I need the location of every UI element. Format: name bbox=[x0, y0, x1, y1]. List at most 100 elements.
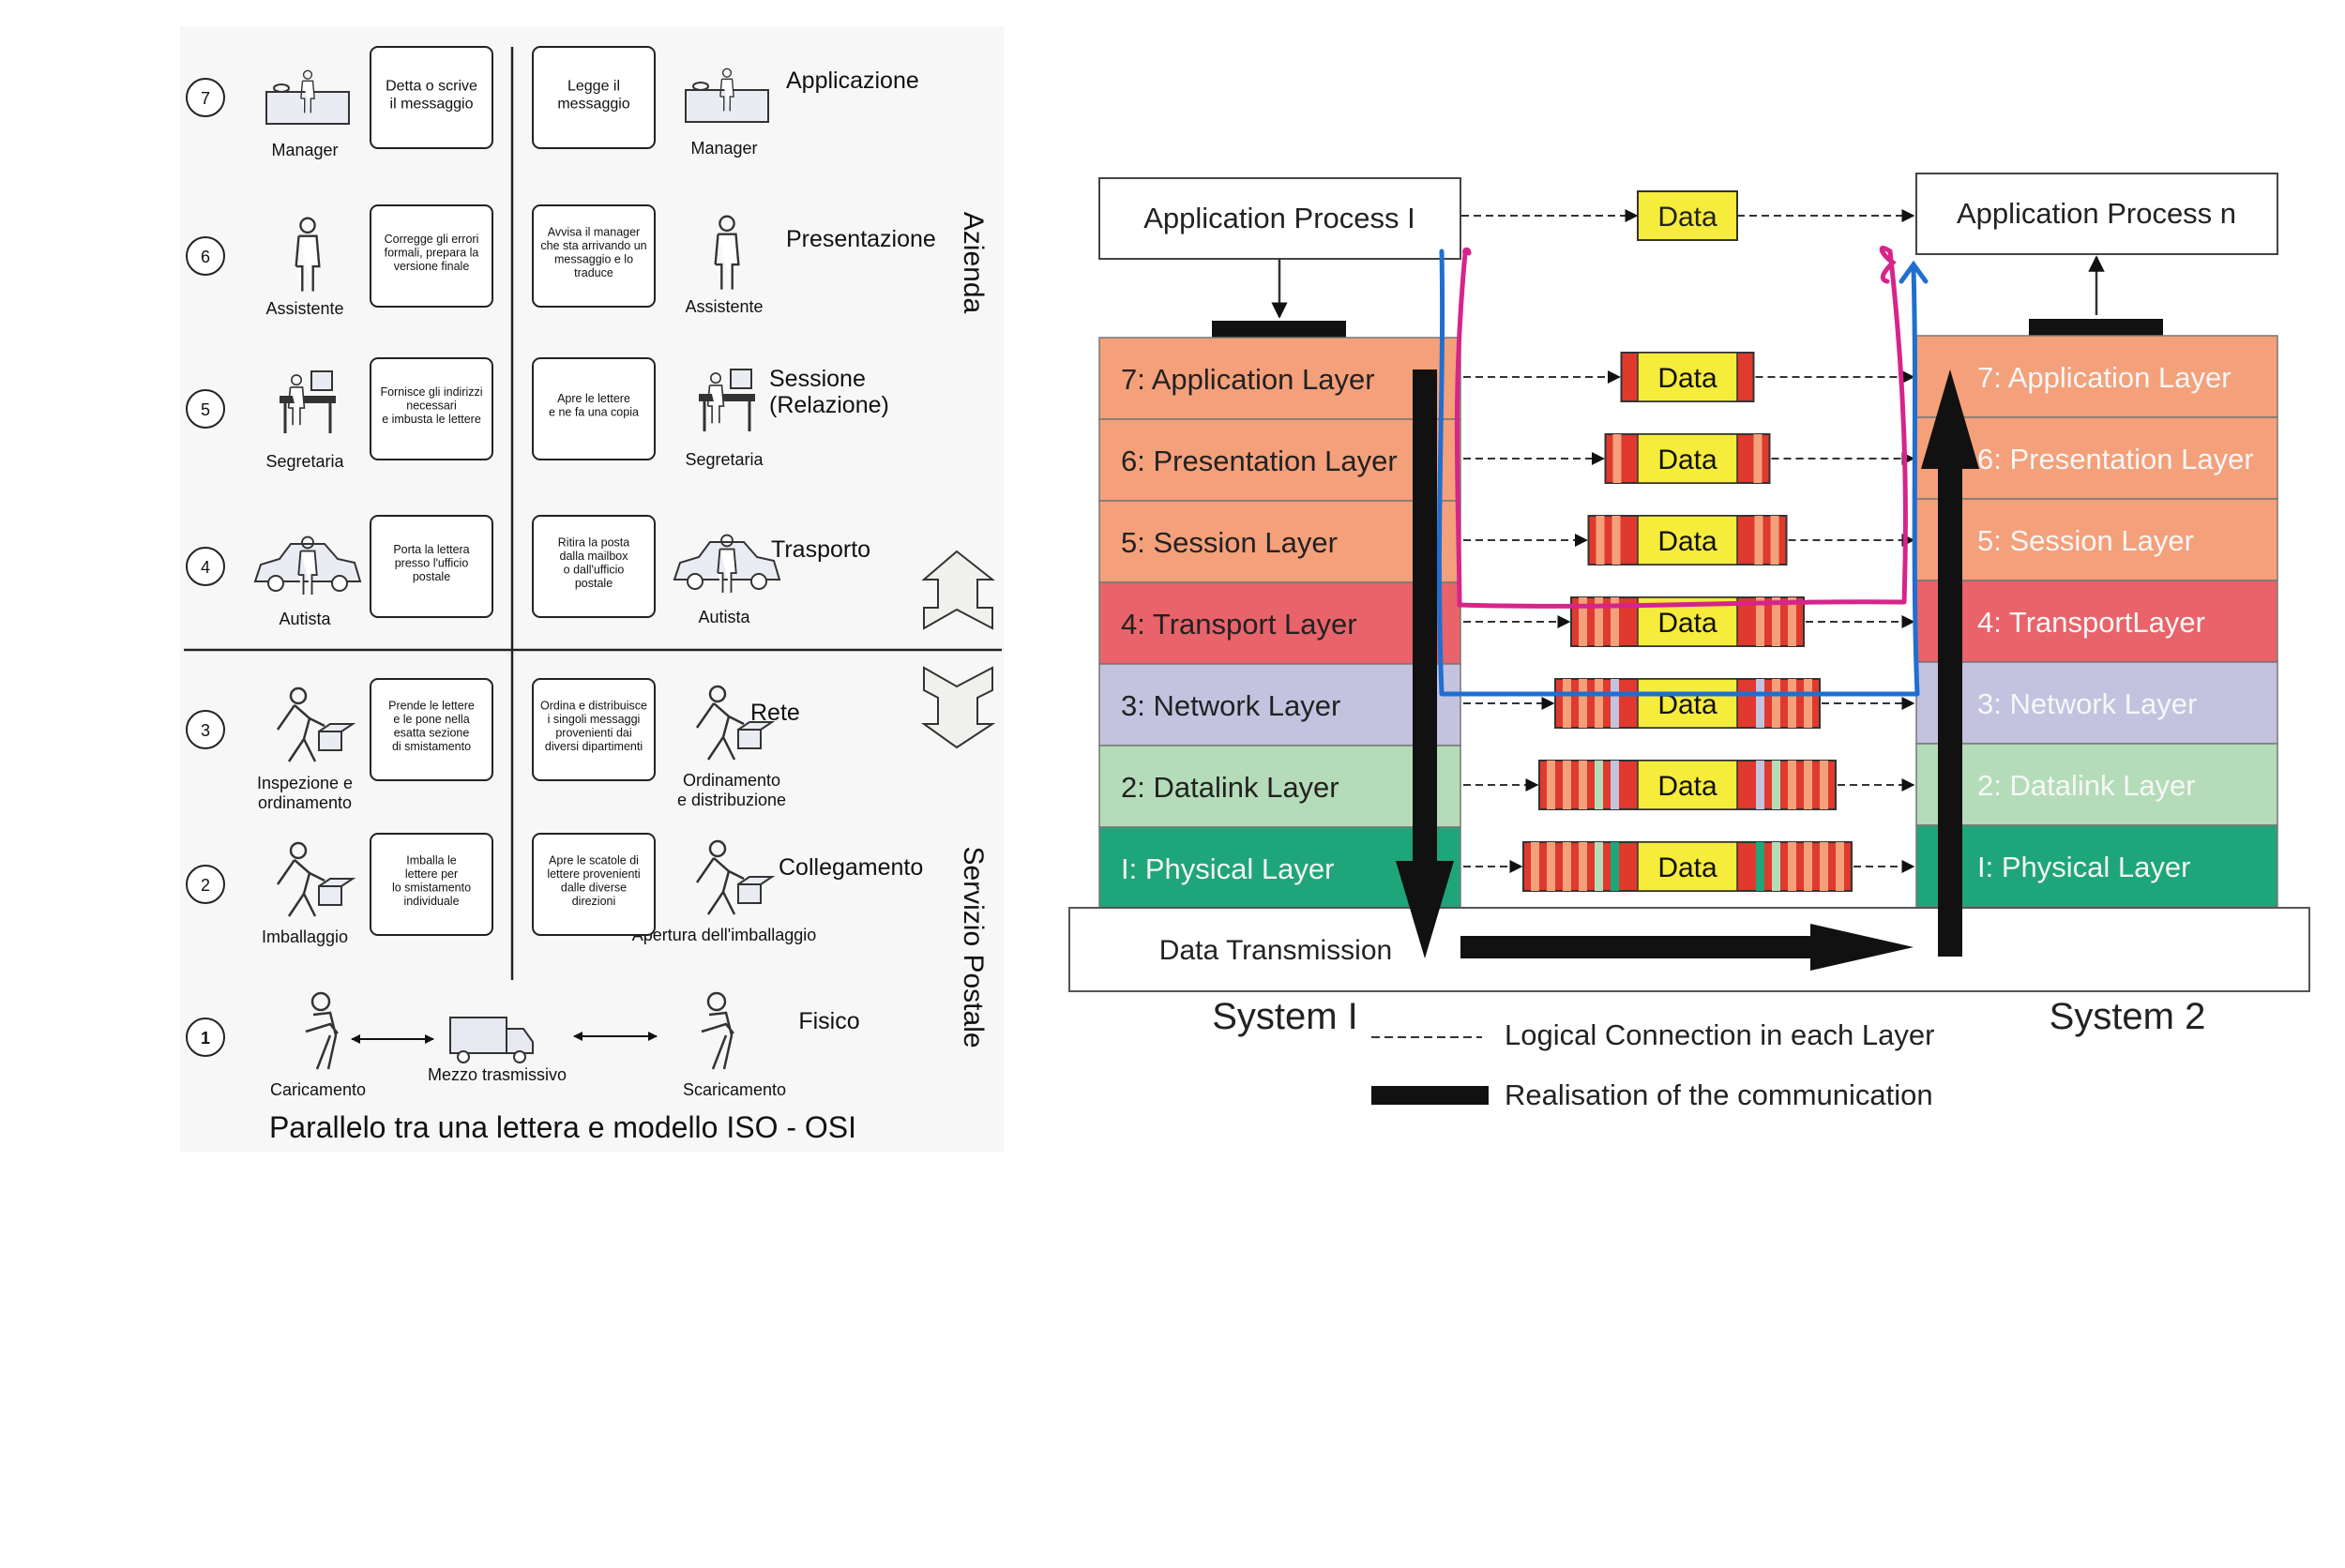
person-icon bbox=[714, 215, 740, 290]
person-head bbox=[299, 217, 316, 234]
description-left: Porta la lettera bbox=[393, 543, 469, 556]
layer-label: I: Physical Layer bbox=[1977, 851, 2190, 883]
row-number-circle bbox=[186, 1018, 225, 1057]
row-number-circle bbox=[186, 865, 225, 904]
secretary-icon bbox=[280, 370, 336, 433]
header-stripe bbox=[1820, 842, 1828, 891]
right-role: Autista bbox=[698, 608, 750, 626]
description-left: presso l'ufficio bbox=[395, 556, 469, 569]
up-arrow-icon bbox=[921, 550, 995, 630]
person-icon bbox=[305, 991, 339, 1070]
layer-label: 6: Presentation Layer bbox=[1121, 445, 1398, 477]
person-body bbox=[706, 384, 725, 424]
layer-label: 4: TransportLayer bbox=[1977, 606, 2205, 639]
car-wheel bbox=[267, 575, 284, 592]
layer-label: 5: Session Layer bbox=[1121, 526, 1338, 559]
description-box-left bbox=[370, 204, 493, 308]
description-right: che sta arrivando un bbox=[540, 239, 646, 252]
annotation-magenta-hook bbox=[1462, 247, 1472, 256]
left-role: Inspezione e bbox=[257, 774, 353, 792]
data-label: Data bbox=[1657, 771, 1717, 802]
description-right: Ordina e distribuisce bbox=[540, 700, 647, 713]
box-icon bbox=[737, 876, 776, 904]
description-left: formali, prepara la bbox=[385, 246, 479, 259]
truck-icon bbox=[449, 1017, 534, 1063]
data-box bbox=[1637, 352, 1738, 402]
description-right: dalle diverse bbox=[561, 882, 627, 895]
layer-name: Collegamento bbox=[779, 854, 923, 881]
data-label: Data bbox=[1657, 852, 1717, 883]
description-left: Prende le lettere bbox=[388, 700, 475, 713]
description-right: postale bbox=[575, 577, 613, 590]
layer-name: Rete bbox=[750, 700, 800, 726]
header-stripe bbox=[1611, 842, 1619, 891]
description-left: di smistamento bbox=[392, 740, 471, 753]
description-left: Fornisce gli indirizzi bbox=[380, 385, 482, 399]
header-stripe bbox=[1596, 516, 1605, 565]
person-icon bbox=[295, 217, 321, 292]
row-number: 1 bbox=[201, 1029, 210, 1048]
header-stripe bbox=[1563, 679, 1571, 728]
secretary-icon bbox=[699, 369, 755, 431]
description-left: il messaggio bbox=[390, 97, 474, 113]
header-stripe bbox=[1531, 842, 1539, 891]
right-role: Apertura dell'imballaggio bbox=[632, 926, 817, 944]
data-packet-row: Data bbox=[1463, 433, 1915, 484]
person-icon bbox=[701, 991, 734, 1070]
header-stripe bbox=[1595, 679, 1603, 728]
header-stripe bbox=[1611, 679, 1619, 728]
desk-icon bbox=[265, 69, 350, 125]
data-packet-row: Data bbox=[1463, 841, 1915, 892]
row-number: 4 bbox=[201, 558, 210, 577]
description-left: Detta o scrive bbox=[386, 79, 477, 95]
person-body bbox=[717, 548, 737, 593]
description-right: diversi dipartimenti bbox=[545, 740, 643, 753]
description-right: o dall'ufficio bbox=[564, 564, 625, 577]
person-body bbox=[300, 80, 315, 113]
header-stripe bbox=[1756, 761, 1764, 809]
down-arrow-icon bbox=[920, 666, 996, 749]
data-label: Data bbox=[1657, 526, 1717, 557]
annotation-blue-path bbox=[1436, 249, 1920, 697]
worker-head bbox=[289, 686, 308, 705]
description-right: messaggio e lo bbox=[554, 253, 633, 266]
description-box-right bbox=[532, 833, 656, 936]
worker-icon bbox=[276, 841, 356, 917]
application-process-right bbox=[1915, 173, 2278, 255]
data-box bbox=[1637, 190, 1738, 241]
person-body bbox=[295, 234, 321, 292]
header-stripe bbox=[1547, 842, 1555, 891]
layer-box bbox=[1915, 824, 2278, 908]
description-left: necessari bbox=[406, 399, 457, 412]
header-stripe bbox=[1772, 761, 1780, 809]
layer-box bbox=[1915, 416, 2278, 500]
layer-label: 2: Datalink Layer bbox=[1977, 769, 2196, 802]
worker-head bbox=[708, 685, 727, 703]
layer-name: Applicazione bbox=[786, 68, 919, 94]
person-icon bbox=[719, 68, 734, 112]
row-number: 3 bbox=[201, 721, 210, 740]
header-stripe bbox=[1804, 761, 1812, 809]
desk-top bbox=[699, 394, 755, 401]
description-right: e ne fa una copia bbox=[549, 406, 639, 419]
description-right: messaggio bbox=[557, 97, 629, 113]
left-role: Manager bbox=[271, 141, 338, 159]
person-head bbox=[709, 372, 722, 384]
layer-name: (Relazione) bbox=[769, 392, 889, 418]
description-right: direzioni bbox=[572, 895, 616, 908]
data-packet-row: Data bbox=[1463, 515, 1915, 565]
data-label: Data bbox=[1657, 363, 1717, 394]
application-process-right-label: Application Process n bbox=[1957, 197, 2236, 230]
person-icon bbox=[300, 69, 315, 113]
header-stripe bbox=[1753, 434, 1763, 483]
description-box-left bbox=[370, 46, 493, 149]
description-left: versione finale bbox=[394, 260, 470, 273]
data-box bbox=[1637, 760, 1738, 810]
row-number: 5 bbox=[201, 400, 210, 419]
